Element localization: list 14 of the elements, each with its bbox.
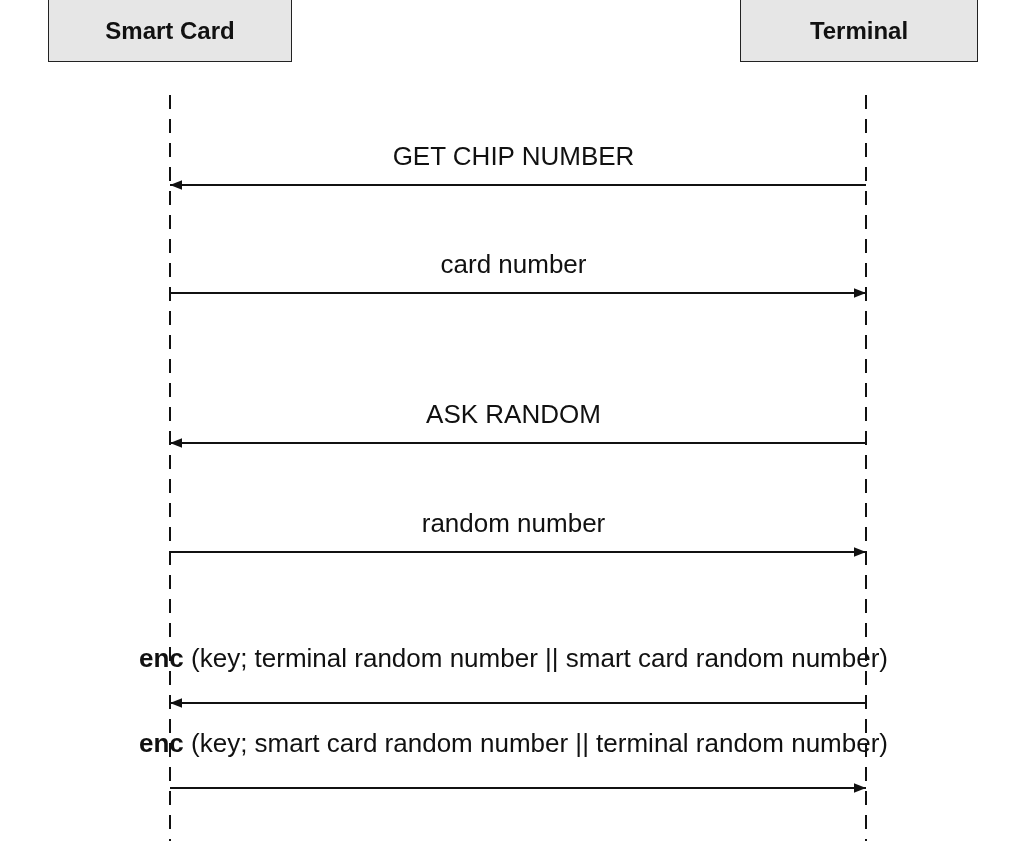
- message-label: ASK RANDOM: [425, 401, 602, 427]
- message-label: enc (key; terminal random number || smart card random number): [138, 645, 889, 671]
- message-label: random number: [420, 510, 607, 536]
- message-arrow: [169, 438, 867, 448]
- message-label: GET CHIP NUMBER: [391, 143, 636, 169]
- message-label: card number: [439, 251, 588, 277]
- message-arrow: [169, 180, 867, 190]
- message-arrow: [169, 783, 867, 793]
- participant-box: Smart Card: [48, 0, 292, 62]
- message-arrow: [169, 288, 867, 298]
- participant-box: Terminal: [740, 0, 978, 62]
- message-label: enc (key; smart card random number || terminal random number): [138, 730, 889, 756]
- message-arrow: [169, 547, 867, 557]
- message-arrow: [169, 698, 867, 708]
